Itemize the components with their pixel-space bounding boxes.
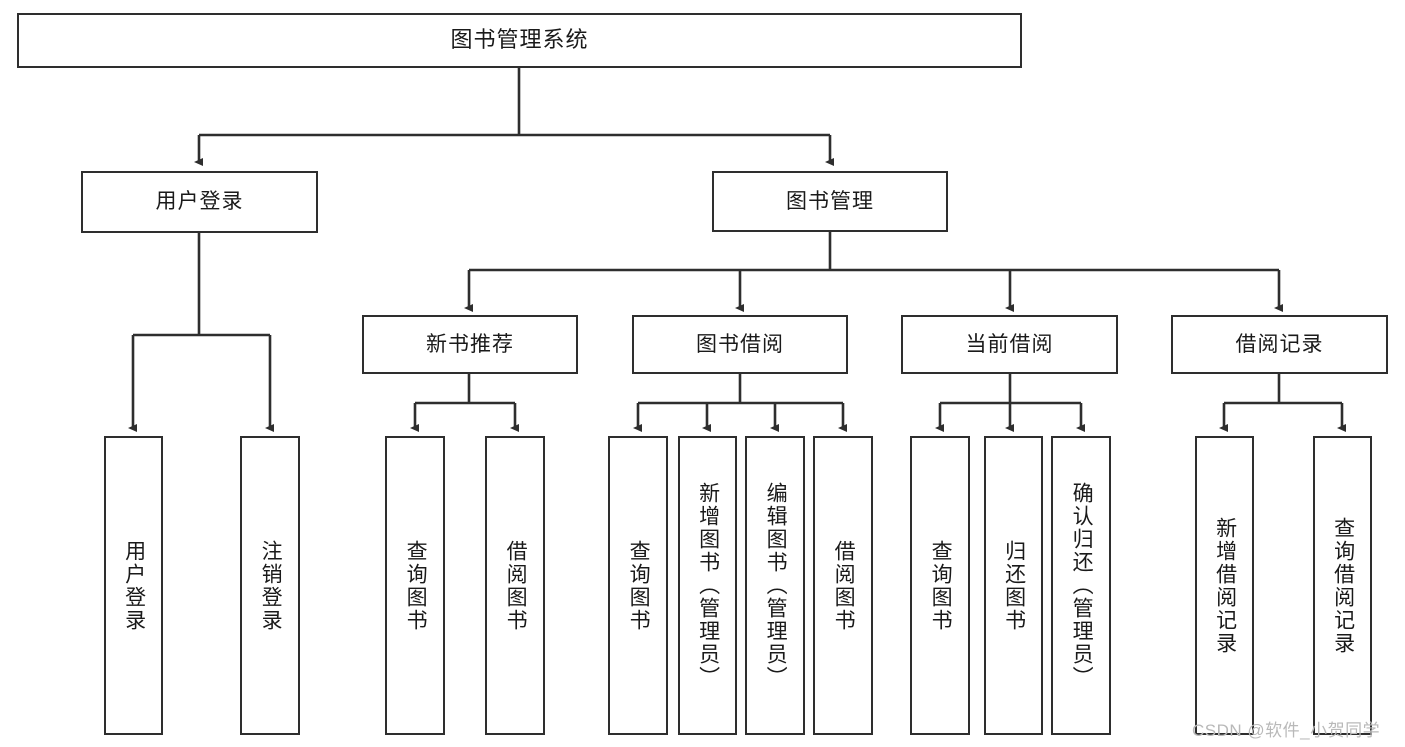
leaf-label: 查询借阅记录 — [1331, 516, 1355, 655]
node-new-book-recommend[interactable]: 新书推荐 — [362, 315, 578, 374]
leaf-label: 确认归还（管理员） — [1070, 482, 1094, 689]
leaf-current-return-book[interactable]: 归还图书 — [984, 436, 1043, 735]
leaf-label: 借阅图书 — [832, 539, 856, 632]
watermark-csdn: CSDN @软件_小贺同学 — [1192, 721, 1381, 740]
leaf-record-query-record[interactable]: 查询借阅记录 — [1313, 436, 1372, 735]
leaf-label: 注销登录 — [259, 539, 283, 632]
leaf-label: 归还图书 — [1002, 539, 1026, 632]
node-current-borrow[interactable]: 当前借阅 — [901, 315, 1118, 374]
leaf-recommend-query-book[interactable]: 查询图书 — [385, 436, 445, 735]
node-borrow-record[interactable]: 借阅记录 — [1171, 315, 1388, 374]
leaf-record-add-record[interactable]: 新增借阅记录 — [1195, 436, 1254, 735]
leaf-recommend-borrow-book[interactable]: 借阅图书 — [485, 436, 545, 735]
node-book-manage[interactable]: 图书管理 — [712, 171, 948, 232]
leaf-borrow-borrow-book[interactable]: 借阅图书 — [813, 436, 873, 735]
leaf-label: 借阅图书 — [504, 539, 528, 632]
leaf-label: 查询图书 — [627, 539, 651, 632]
leaf-current-query-book[interactable]: 查询图书 — [910, 436, 970, 735]
leaf-label: 编辑图书（管理员） — [764, 482, 788, 689]
leaf-current-confirm-return-admin[interactable]: 确认归还（管理员） — [1051, 436, 1111, 735]
leaf-user-login-signin[interactable]: 用户登录 — [104, 436, 163, 735]
leaf-label: 新增图书（管理员） — [696, 482, 720, 689]
leaf-borrow-edit-book-admin[interactable]: 编辑图书（管理员） — [745, 436, 805, 735]
leaf-user-login-signout[interactable]: 注销登录 — [240, 436, 300, 735]
node-user-login[interactable]: 用户登录 — [81, 171, 318, 233]
leaf-label: 新增借阅记录 — [1213, 516, 1237, 655]
leaf-label: 用户登录 — [122, 539, 146, 632]
node-root-system[interactable]: 图书管理系统 — [17, 13, 1022, 68]
leaf-label: 查询图书 — [929, 539, 953, 632]
node-book-borrow[interactable]: 图书借阅 — [632, 315, 848, 374]
leaf-borrow-query-book[interactable]: 查询图书 — [608, 436, 668, 735]
leaf-borrow-add-book-admin[interactable]: 新增图书（管理员） — [678, 436, 737, 735]
leaf-label: 查询图书 — [404, 539, 428, 632]
